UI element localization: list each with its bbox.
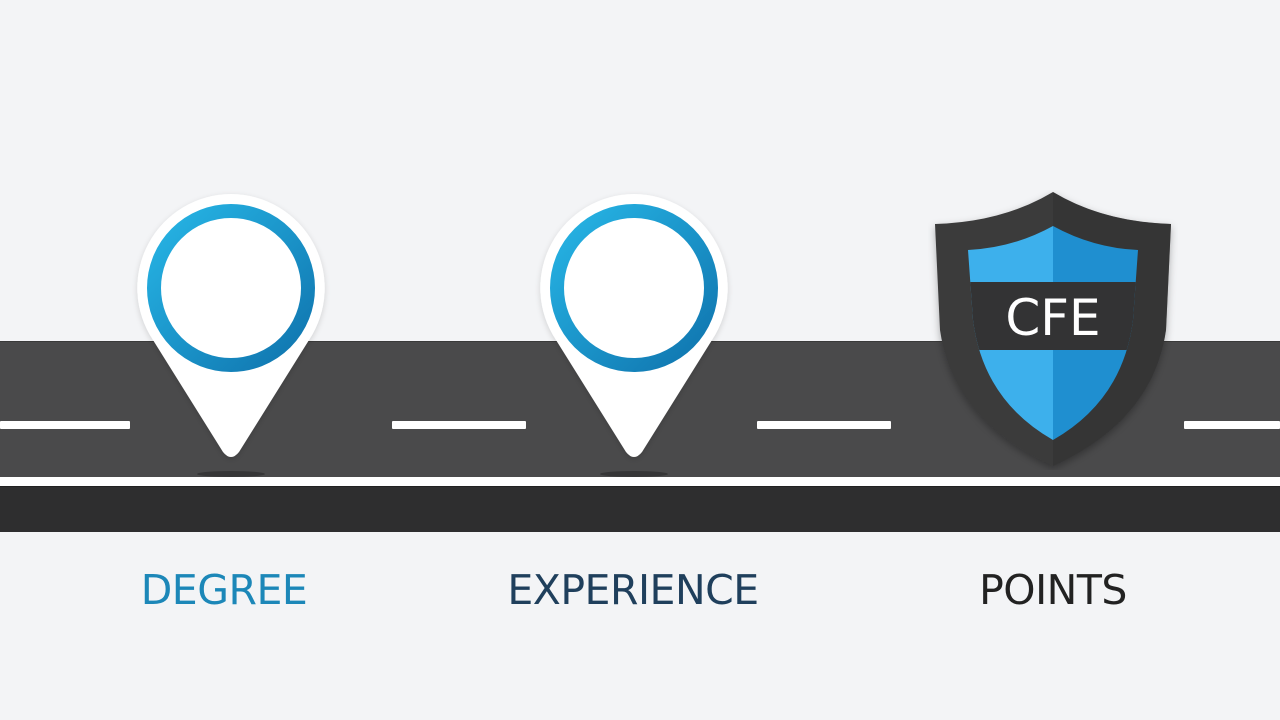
shield-badge-text: CFE — [1005, 289, 1100, 347]
map-pin-icon — [137, 194, 325, 477]
milestone-label-points: POINTS — [979, 566, 1127, 614]
road-curb — [0, 486, 1280, 532]
milestone-label-degree: DEGREE — [140, 566, 308, 614]
lane-dash — [757, 421, 891, 429]
lane-dash — [0, 421, 130, 429]
lane-dash — [392, 421, 526, 429]
lane-dash — [1184, 421, 1280, 429]
road-edge-line — [0, 477, 1280, 486]
shield-icon: CFE — [935, 192, 1171, 466]
map-pin-icon — [540, 194, 728, 477]
milestone-label-experience: EXPERIENCE — [507, 566, 759, 614]
